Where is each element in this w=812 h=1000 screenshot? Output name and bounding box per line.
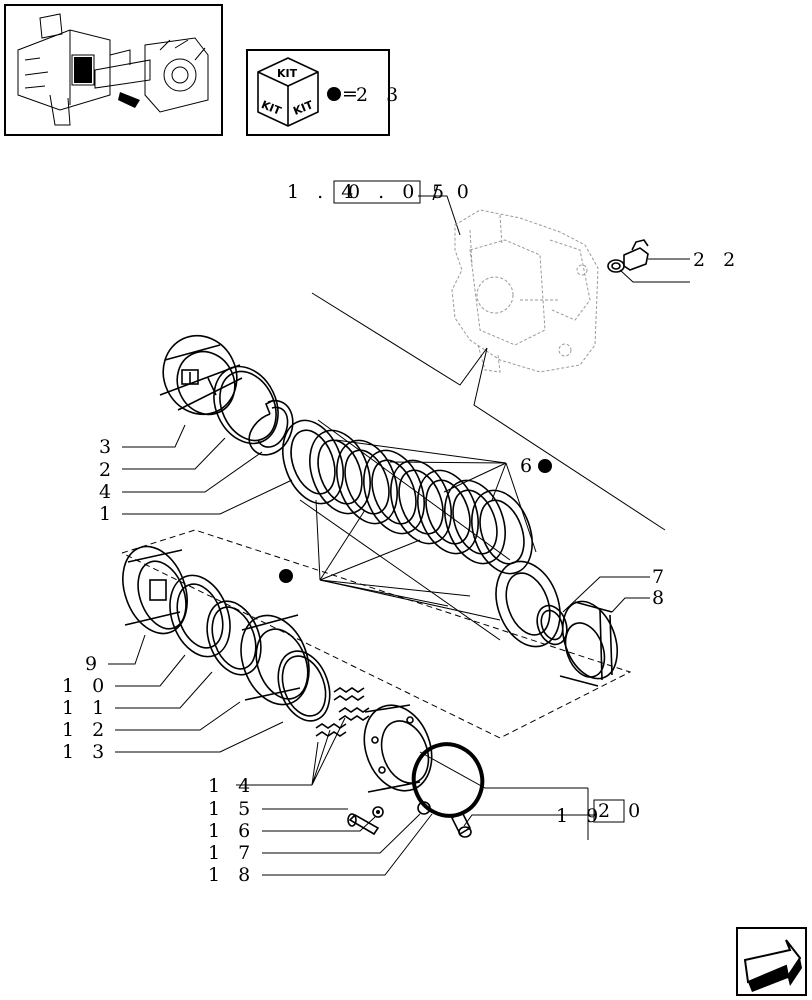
callout-6[interactable]: 6 xyxy=(520,455,538,477)
circlip-4[interactable] xyxy=(248,399,294,456)
callout-18[interactable]: 1 8 xyxy=(208,864,256,886)
reference-boxed: 0 . 0 / 0 xyxy=(348,181,475,203)
springs-14[interactable] xyxy=(315,687,370,737)
callout-1[interactable]: 1 xyxy=(99,503,117,525)
callout-3[interactable]: 3 xyxy=(99,436,117,458)
washer-16[interactable] xyxy=(372,806,384,818)
subassembly-outline xyxy=(121,529,632,739)
callout-12[interactable]: 1 2 xyxy=(62,719,110,741)
bolt-20[interactable] xyxy=(450,810,472,838)
callout-8[interactable]: 8 xyxy=(652,587,670,609)
clutch-drum-3[interactable] xyxy=(150,324,249,427)
kit-dot-6 xyxy=(538,459,552,473)
kit-legend-number: 2 3 xyxy=(356,84,404,106)
seal-ring-11[interactable] xyxy=(198,594,271,683)
o-ring-13[interactable] xyxy=(269,644,339,728)
o-ring-17[interactable] xyxy=(404,735,493,826)
kit-legend: KIT KIT KIT = 2 3 xyxy=(246,49,404,136)
disc-10[interactable] xyxy=(159,567,240,665)
callout-11[interactable]: 1 1 xyxy=(62,697,110,719)
washer-22[interactable] xyxy=(607,259,625,273)
leader-lines-6 xyxy=(335,439,537,553)
callout-10[interactable]: 1 0 xyxy=(62,675,110,697)
callout-15[interactable]: 1 5 xyxy=(208,798,256,820)
callout-4[interactable]: 4 xyxy=(99,481,117,503)
section-divider xyxy=(311,292,666,531)
callout-20[interactable]: 2 0 xyxy=(598,800,646,822)
reference-suffix: 5 xyxy=(432,181,450,203)
kit-cube-top-text: KIT xyxy=(277,67,298,80)
callout-21[interactable]: 2 2 xyxy=(693,249,741,271)
callout-2[interactable]: 2 xyxy=(99,459,117,481)
o-ring-18[interactable] xyxy=(417,801,431,815)
reference-prefix: 1 . 4 xyxy=(287,181,359,203)
callout-labels-left: 3 2 4 1 9 1 0 1 1 1 2 1 3 1 4 1 5 1 6 1 … xyxy=(62,424,433,886)
kit-dot-5 xyxy=(279,569,293,583)
clutch-disc-stack[interactable] xyxy=(272,412,571,656)
callout-19[interactable]: 1 9 xyxy=(556,805,604,827)
callout-16[interactable]: 1 6 xyxy=(208,820,256,842)
splined-hub-8[interactable] xyxy=(553,594,627,687)
callout-labels-right: 7 8 1 9 2 0 xyxy=(419,566,670,840)
callout-9[interactable]: 9 xyxy=(85,653,103,675)
reference-callout[interactable]: 1 . 4 0 . 0 / 0 5 xyxy=(287,180,475,236)
bolt-15[interactable] xyxy=(347,813,380,836)
piston-12[interactable] xyxy=(229,606,321,714)
callout-13[interactable]: 1 3 xyxy=(62,741,110,763)
snap-ring-2[interactable] xyxy=(202,356,290,454)
fitting-21[interactable] xyxy=(623,239,649,271)
callout-17[interactable]: 1 7 xyxy=(208,842,256,864)
housing-ghost xyxy=(451,209,599,373)
assembly-thumbnail[interactable] xyxy=(4,4,223,136)
callout-7[interactable]: 7 xyxy=(652,566,670,588)
o-ring-7[interactable] xyxy=(532,601,572,648)
callout-14[interactable]: 1 4 xyxy=(208,775,256,797)
kit-cube-icon: KIT KIT KIT xyxy=(257,57,319,127)
kit-legend-equals: = xyxy=(342,83,364,105)
filled-dot-icon xyxy=(327,87,341,101)
piston-carrier-19[interactable] xyxy=(353,696,443,801)
next-page-arrow-icon[interactable] xyxy=(736,927,807,996)
piston-housing-9[interactable] xyxy=(111,537,198,642)
